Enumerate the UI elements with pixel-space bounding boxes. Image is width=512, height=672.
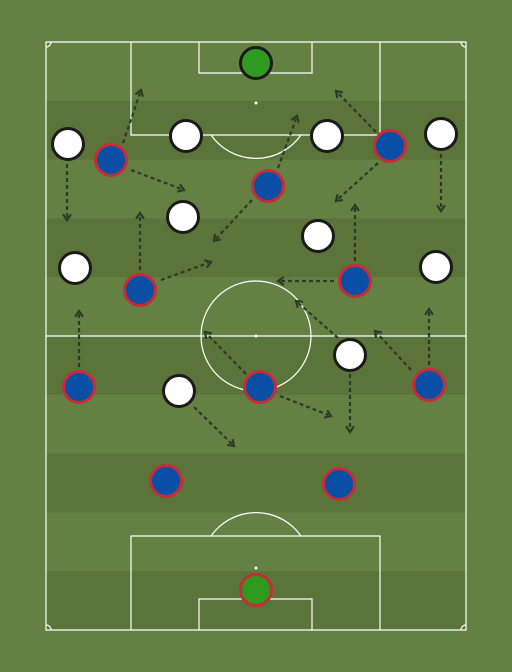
movement-arrow [193, 406, 236, 448]
white-player-marker [419, 250, 453, 284]
top-penalty-area [130, 42, 381, 136]
white-player-marker [333, 338, 367, 372]
arrow-shaft [121, 92, 142, 144]
arrow-head [334, 193, 344, 203]
arrow-head [350, 203, 360, 212]
arrow-head [226, 438, 236, 448]
arrow-head [203, 259, 213, 269]
white-player-marker [166, 200, 200, 234]
movement-arrow [334, 162, 379, 203]
arrow-head [62, 213, 72, 222]
movement-arrow [424, 307, 434, 365]
arrow-shaft [279, 394, 329, 416]
white-player-marker [301, 219, 335, 253]
arrow-shaft [160, 261, 209, 282]
arrow-head [134, 88, 144, 98]
top-penalty-spot [254, 101, 258, 105]
movement-arrow [62, 164, 72, 222]
arrow-head [290, 114, 300, 124]
arrow-head [373, 329, 383, 339]
arrow-head [74, 309, 84, 318]
arrow-shaft [276, 118, 298, 169]
blue-player-marker [243, 370, 277, 404]
white-player-marker [162, 374, 196, 408]
arrow-head [176, 183, 186, 193]
movement-arrow [135, 211, 145, 270]
arrow-head [424, 307, 434, 316]
movement-arrow [203, 330, 247, 375]
arrow-shaft [297, 302, 339, 339]
movement-arrow [121, 88, 144, 144]
pitch-stripe [46, 218, 466, 278]
blue-player-marker [373, 129, 407, 163]
white-player-marker [58, 251, 92, 285]
movement-arrow [276, 276, 334, 286]
blue-player-marker [94, 143, 128, 177]
white-player-marker [310, 119, 344, 153]
blue-player-marker [123, 273, 157, 307]
blue-player-marker [338, 264, 372, 298]
arrow-head [334, 89, 344, 99]
blue-player-marker [62, 370, 96, 404]
arrow-head [135, 211, 145, 220]
movement-arrow [279, 394, 333, 419]
arrow-head [276, 276, 285, 286]
white-player-marker [169, 119, 203, 153]
arrow-head [345, 425, 355, 434]
centre-spot [254, 334, 258, 338]
arrow-head [323, 409, 333, 419]
corner-arc-bottom-right [460, 624, 467, 631]
arrow-shaft [215, 199, 253, 240]
corner-arc-bottom-left [45, 624, 52, 631]
arrow-shaft [337, 92, 377, 133]
arrow-head [436, 204, 446, 213]
arrow-shaft [206, 333, 247, 375]
movement-arrow [350, 203, 360, 261]
white-goalkeeper-marker [239, 46, 273, 80]
movement-arrow [294, 299, 339, 339]
arrow-shaft [193, 406, 233, 445]
white-player-marker [51, 127, 85, 161]
blue-goalkeeper-marker [239, 573, 273, 607]
movement-arrow [160, 259, 213, 282]
pitch-boundary [45, 41, 467, 631]
movement-arrows [62, 88, 446, 448]
blue-player-marker [251, 169, 285, 203]
pitch-stripe [46, 453, 466, 513]
movement-arrow [436, 154, 446, 213]
bottom-penalty-arc [210, 512, 302, 537]
arrow-head [294, 299, 304, 309]
movement-arrow [74, 309, 84, 367]
corner-arc-top-left [45, 41, 52, 48]
movement-arrow [345, 374, 355, 434]
movement-arrow [276, 114, 300, 169]
movement-arrow [373, 329, 412, 371]
arrow-head [203, 330, 213, 340]
movement-arrow [130, 168, 186, 193]
blue-player-marker [322, 467, 356, 501]
corner-arc-top-right [460, 41, 467, 48]
arrow-head [212, 233, 222, 243]
movement-arrow [212, 199, 253, 243]
top-penalty-arc [210, 134, 302, 159]
white-player-marker [424, 117, 458, 151]
blue-player-marker [149, 464, 183, 498]
arrow-shaft [376, 332, 412, 371]
players-layer [51, 46, 458, 607]
blue-player-marker [412, 368, 446, 402]
movement-arrow [334, 89, 377, 133]
bottom-penalty-spot [254, 566, 258, 570]
arrow-shaft [337, 162, 379, 200]
bottom-penalty-area [130, 535, 381, 630]
arrow-shaft [130, 168, 182, 190]
